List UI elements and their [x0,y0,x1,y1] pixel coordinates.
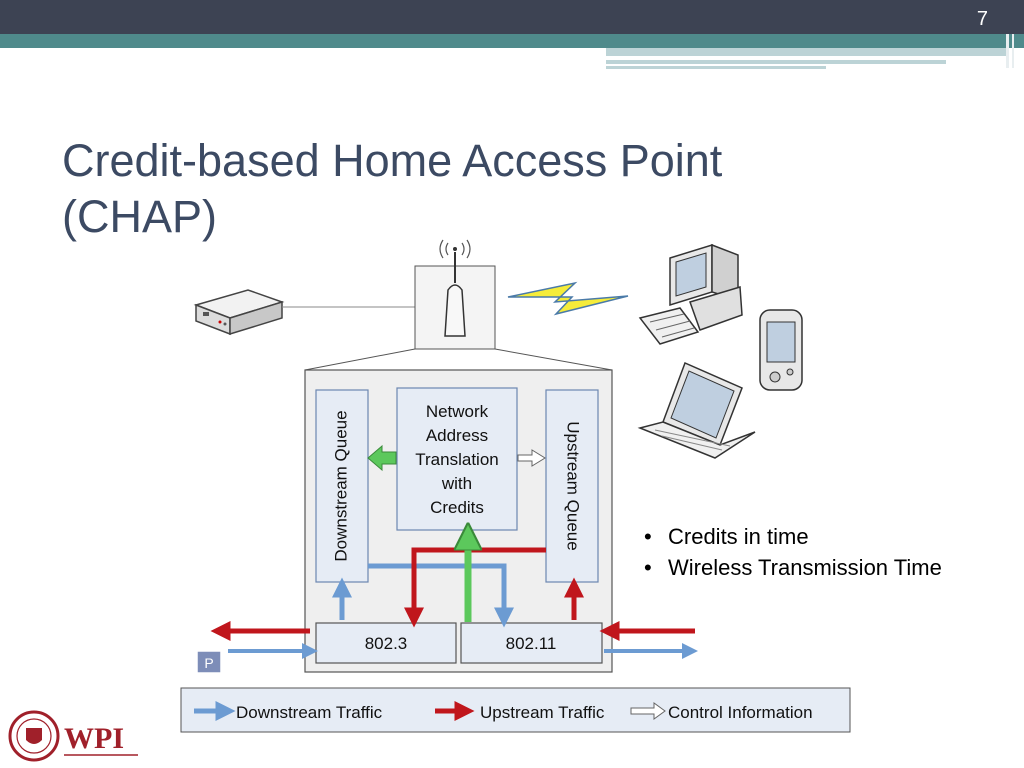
header-accent-band [0,34,1024,48]
antenna-icon [444,247,466,337]
nat-label-line: Credits [430,498,484,517]
legend-upstream-label: Upstream Traffic [480,703,605,722]
credit-arrow-to-downstream [367,444,397,472]
nat-label-line: Translation [415,450,498,469]
modem-icon [193,289,285,336]
slide-title-line2: (CHAP) [62,191,217,242]
p-marker [196,650,222,674]
slide-title: Credit-based Home Access Point (CHAP) [62,133,862,245]
legend-control-label: Control Information [668,703,813,722]
bullet-item: Wireless Transmission Time [644,555,942,586]
nat-label-line: Address [426,426,488,445]
zoom-line-right [494,348,613,371]
port-80211-box [460,622,603,664]
bullet-item: Credits in time [644,524,942,555]
nat-label-line: Network [426,402,489,421]
bullet-list: Credits in time Wireless Transmission Ti… [644,524,942,586]
port-8023-label: 802.3 [365,634,408,653]
nat-credits-box [396,387,518,531]
header-deco-line [606,48,1006,56]
legend-downstream-label: Downstream Traffic [236,703,383,722]
header-deco-line [1006,34,1009,68]
nat-label-line: with [441,474,472,493]
legend-control-swatch [630,702,666,720]
slide-title-line1: Credit-based Home Access Point [62,135,723,186]
header-deco-line [606,66,826,69]
slide-number: 7 [976,8,988,30]
header-bar [0,0,1024,34]
header-deco-line [1012,34,1014,68]
wireless-signal-icon [439,239,471,259]
port-8023-box [315,622,457,664]
upstream-queue-label: Upstream Queue [564,421,583,550]
upstream-queue-box [545,389,599,583]
downstream-queue-box [315,389,369,583]
wireless-link-icon [507,281,629,316]
wpi-logo-text: WPI [64,722,124,755]
downstream-queue-label: Downstream Queue [331,410,350,561]
zoom-line-left [304,348,416,371]
laptop-icon [637,361,756,459]
control-arrow-to-upstream [517,449,546,467]
port-80211-label: 802.11 [506,634,557,653]
legend-box [180,687,851,733]
pda-icon [759,309,803,391]
desktop-computer-icon [638,243,743,345]
p-marker-label: P [204,655,213,671]
header-deco-line [606,60,946,64]
upstream-arrow-to-8023 [404,547,546,628]
wpi-logo: WPI [8,710,138,762]
